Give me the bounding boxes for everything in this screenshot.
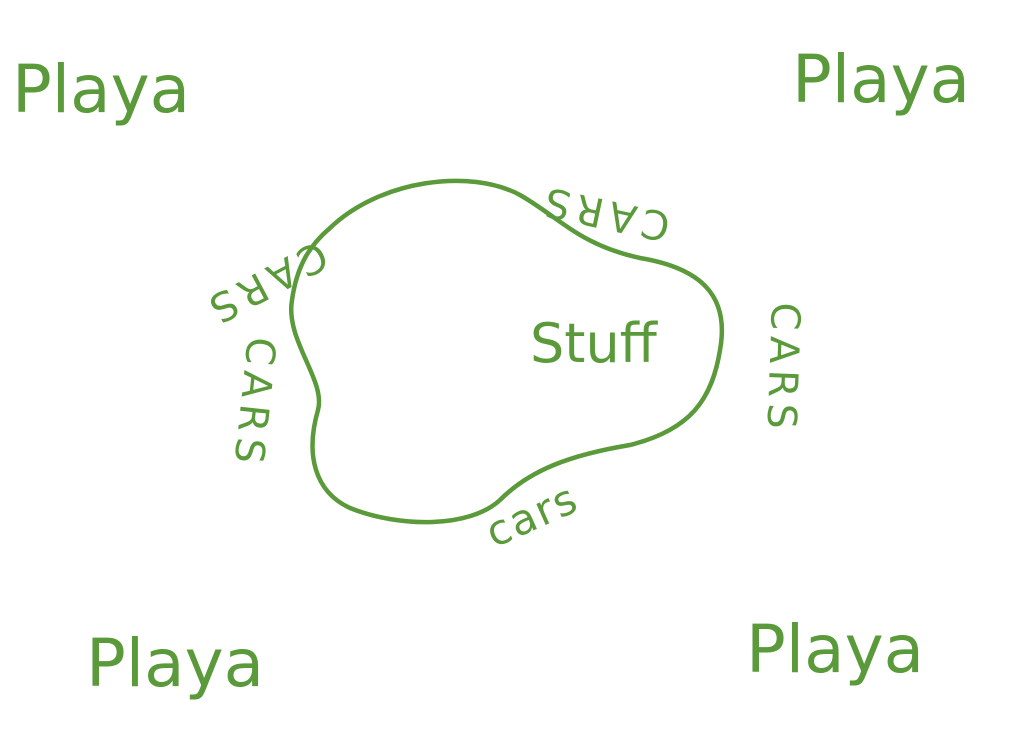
playa-label-bottom-left: Playa — [86, 625, 264, 702]
playa-label-top-right: Playa — [792, 41, 970, 118]
cars-label-left: CARS — [224, 335, 284, 472]
playa-label-bottom-right: Playa — [746, 611, 924, 688]
stuff-label: Stuff — [530, 312, 659, 375]
cars-label-right: CARS — [757, 302, 808, 436]
cars-label-top-right: CARS — [535, 177, 674, 250]
playa-label-top-left: Playa — [12, 51, 190, 128]
cars-label-top-left: CARS — [196, 231, 335, 334]
cars-label-bottom: cars — [478, 473, 586, 557]
central-area-outline — [288, 178, 725, 525]
